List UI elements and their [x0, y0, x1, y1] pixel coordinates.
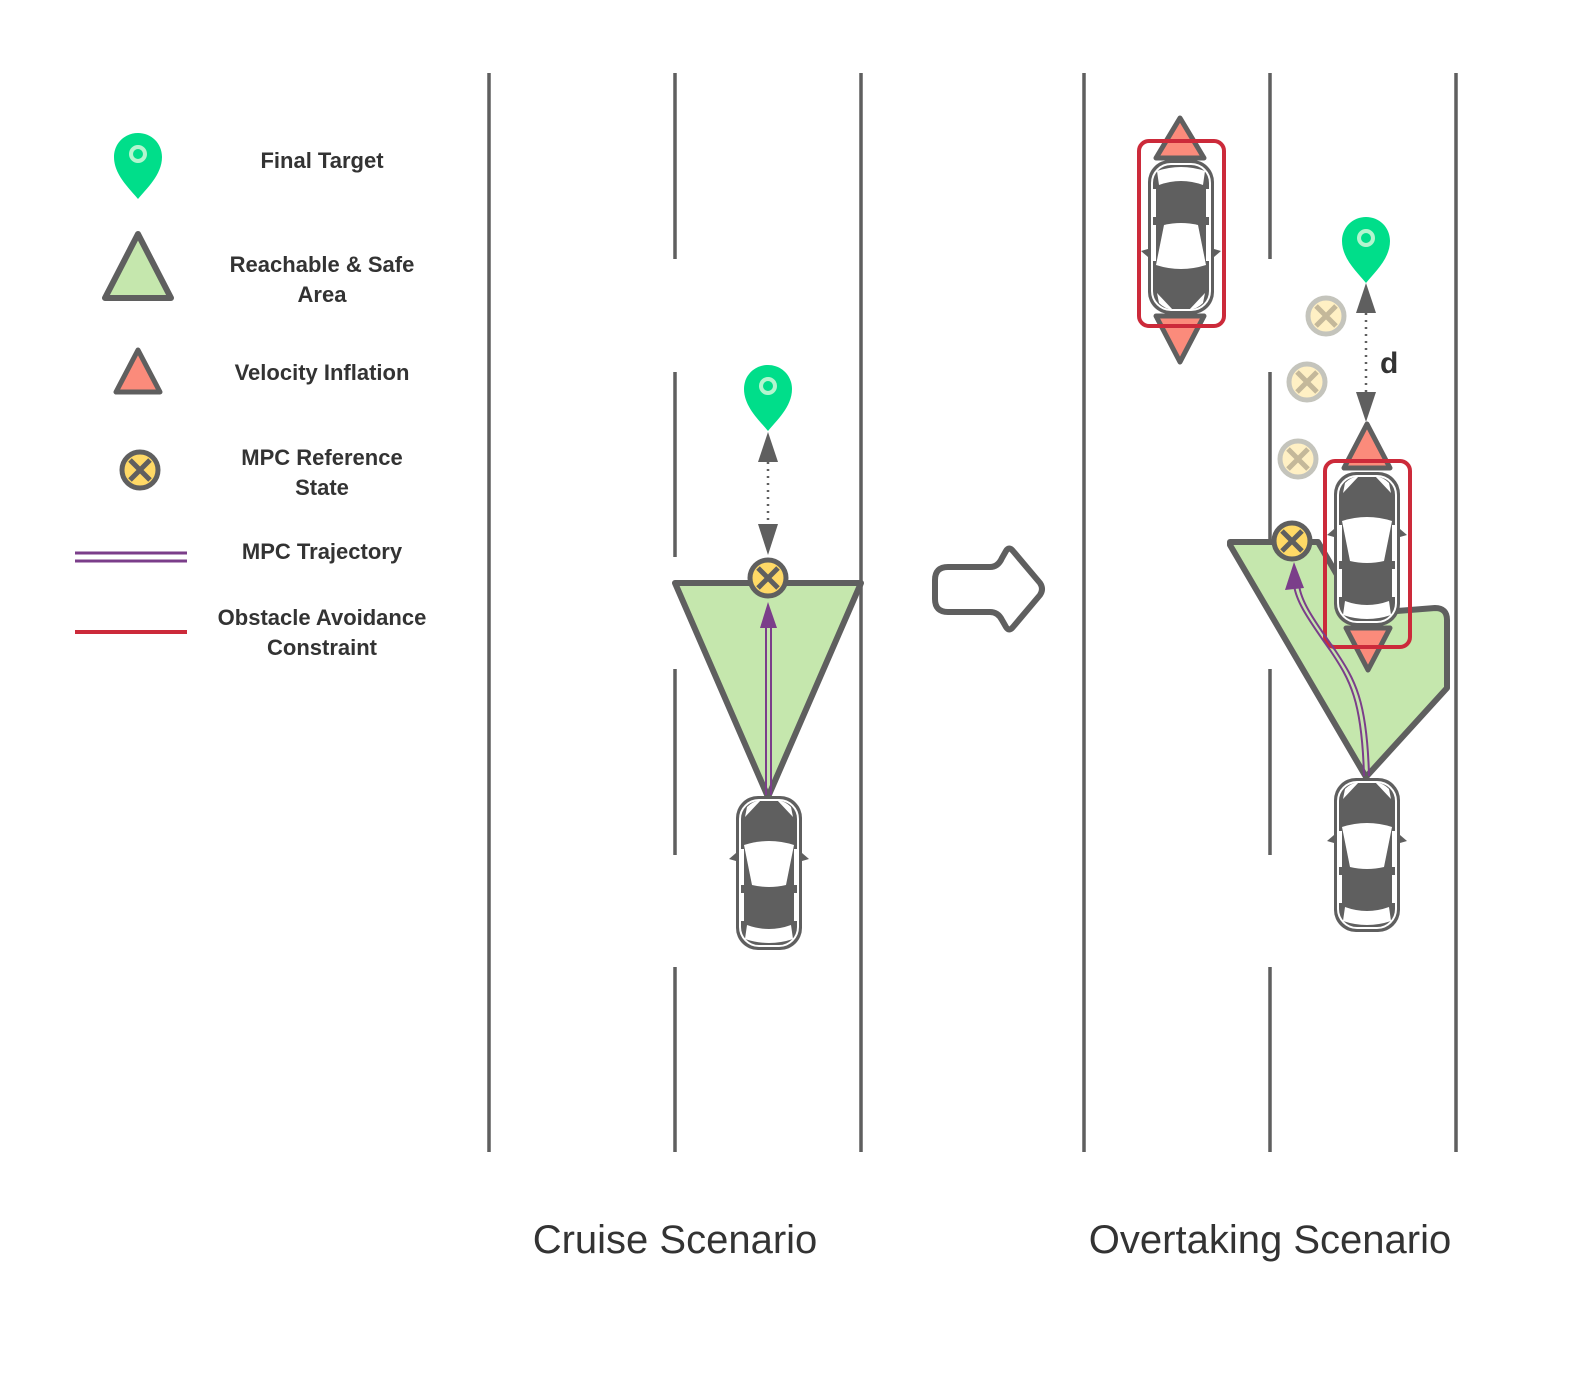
overtaking-road	[1082, 73, 1458, 1152]
cruise-scenario	[672, 363, 864, 951]
mpc-trajectory	[1285, 562, 1370, 777]
mpc-reference-state-icon	[750, 560, 786, 596]
obstacle-car-left	[1137, 115, 1226, 365]
ego-car-icon	[1326, 777, 1408, 933]
caption-cruise-scenario: Cruise Scenario	[532, 1218, 818, 1262]
legend-label-obstacle-avoidance-constraint: Obstacle Avoidance Constraint	[217, 605, 427, 660]
green-triangle-icon	[102, 231, 174, 301]
obstacle-car-icon	[1326, 471, 1408, 627]
legend-label-reachable-safe-area: Reachable & Safe Area	[229, 252, 415, 307]
distance-arrow	[758, 432, 778, 555]
obstacle-car-right	[1323, 421, 1412, 673]
map-pin-icon	[112, 131, 164, 201]
distance-arrow	[1356, 283, 1376, 422]
velocity-inflation-front	[1341, 421, 1393, 471]
crossed-circle-icon	[122, 452, 158, 488]
double-line-icon	[75, 551, 187, 563]
distance-label: d	[1380, 347, 1399, 380]
final-target-pin-icon	[1340, 215, 1392, 285]
faded-reference-state-icon	[1289, 364, 1325, 400]
red-triangle-icon	[113, 347, 163, 395]
velocity-inflation-rear	[1153, 313, 1207, 365]
legend-label-final-target: Final Target	[260, 148, 384, 173]
legend-label-mpc-trajectory: MPC Trajectory	[241, 539, 403, 564]
legend	[75, 131, 187, 634]
faded-reference-state-icon	[1280, 441, 1316, 477]
obstacle-avoidance-constraint	[1323, 459, 1412, 649]
mpc-reference-state-icon	[1274, 523, 1310, 559]
right-arrow-icon	[932, 545, 1045, 633]
obstacle-car-icon	[1140, 159, 1222, 315]
obstacle-avoidance-constraint	[1137, 139, 1226, 328]
caption-overtaking-scenario: Overtaking Scenario	[1088, 1218, 1452, 1262]
legend-label-mpc-reference-state: MPC Reference State	[241, 445, 403, 500]
cruise-road	[487, 73, 863, 1152]
faded-reference-state-icon	[1308, 298, 1344, 334]
velocity-inflation-front	[1153, 115, 1207, 161]
overtaking-scenario	[1137, 115, 1450, 933]
mpc-trajectory	[760, 602, 777, 795]
final-target-pin-icon	[742, 363, 794, 433]
ego-car-icon	[728, 795, 810, 951]
legend-label-velocity-inflation: Velocity Inflation	[234, 360, 410, 385]
